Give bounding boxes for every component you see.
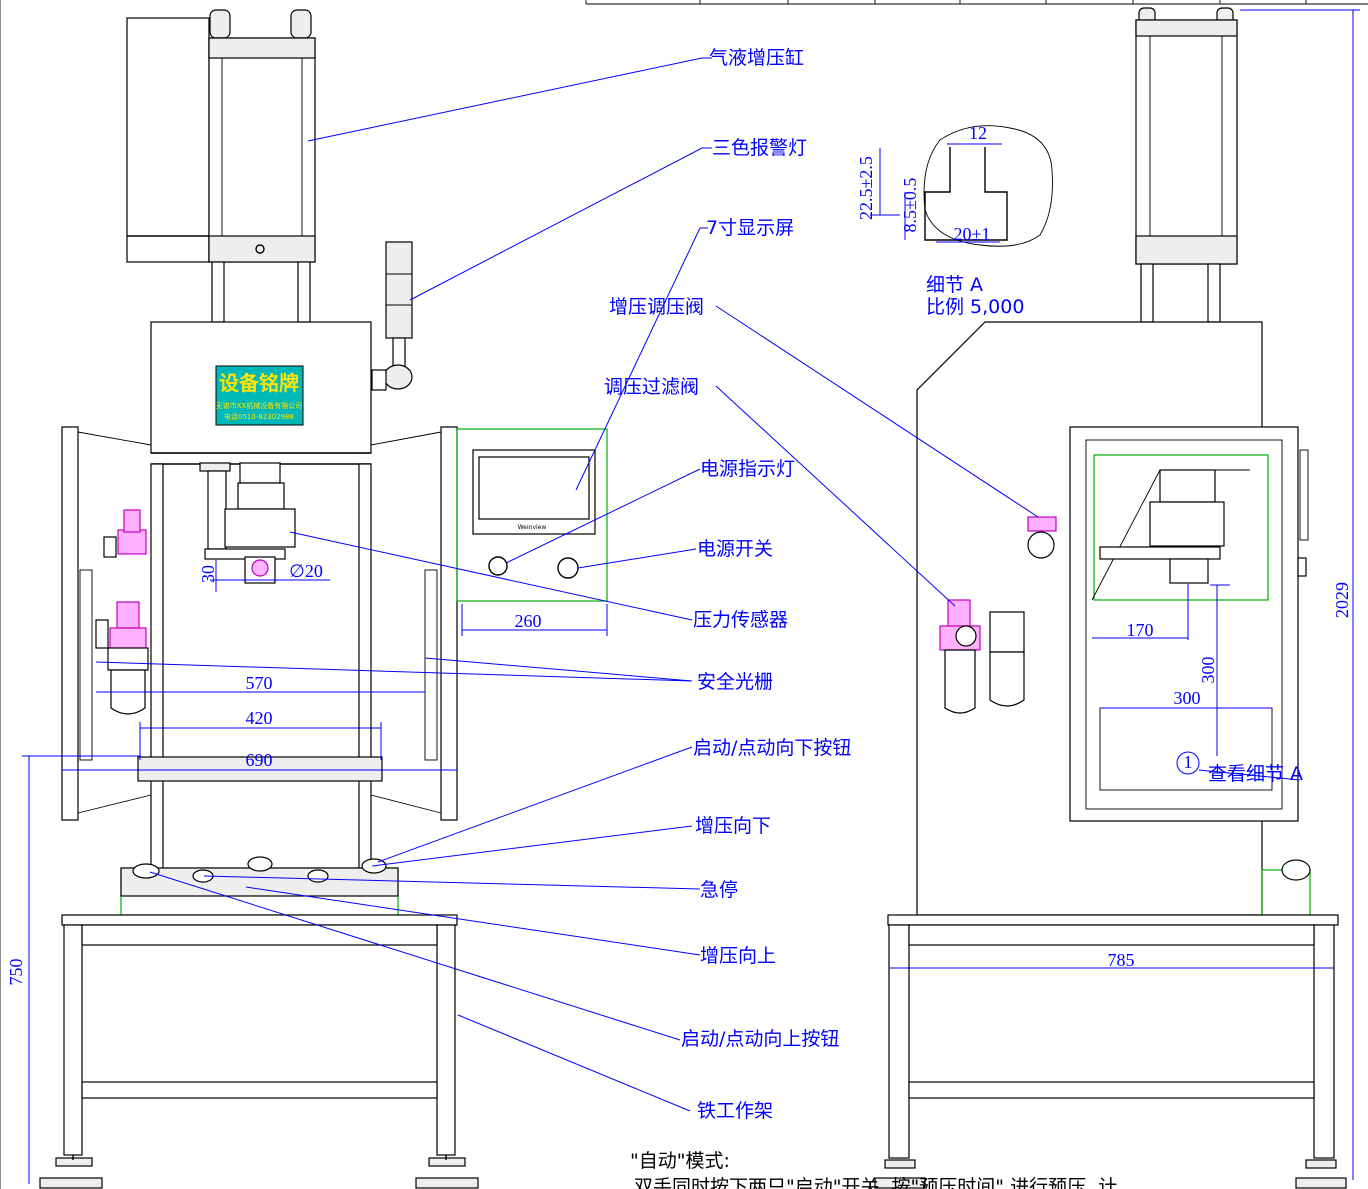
side-boost-valve — [1027, 516, 1057, 532]
callout-power-indicator: 电源指示灯 — [700, 458, 795, 480]
cylinder-cap-left — [209, 9, 231, 39]
nameplate-line1: 无锡市XX机械设备有限公司 — [216, 401, 303, 410]
nameplate-line2: 电话0510-82302988 — [224, 412, 294, 421]
side-sensor — [1149, 501, 1225, 547]
callout-tricolor-alarm-light: 三色报警灯 — [712, 137, 807, 159]
pressure-sensor-body — [224, 508, 296, 548]
callout-power-switch: 电源开关 — [697, 538, 773, 560]
equipment-nameplate — [215, 365, 304, 426]
emergency-stop-button — [247, 856, 273, 872]
leader-lines — [95, 57, 1039, 1112]
callouts: 气液增压缸 三色报警灯 7寸显示屏 增压调压阀 调压过滤阀 电源指示灯 电源开关… — [604, 47, 851, 1122]
dim-phi20: ∅20 — [289, 561, 323, 581]
dim-690: 690 — [246, 750, 273, 770]
dim-2029: 2029 — [1332, 582, 1352, 618]
side-view — [874, 7, 1347, 1189]
dim-570: 570 — [246, 673, 273, 693]
punch-tip — [251, 559, 269, 577]
booster-cylinder-body — [126, 17, 210, 263]
note-line1: 双手同时按下两只"启动"开关, 按"预压时间" 进行预压, 计 — [634, 1176, 1117, 1189]
work-plate — [137, 756, 383, 782]
side-cylinder — [1135, 19, 1238, 265]
stand-top — [61, 914, 458, 926]
detail-a-inset: 12 22.5±2.5 8.5±0.5 20±1 细节 A 比例 5,000 — [856, 123, 1053, 318]
callout-emergency-stop: 急停 — [700, 879, 738, 901]
detail-marker-label: 1 — [1184, 752, 1193, 772]
dim-420: 420 — [246, 708, 273, 728]
title-table-fragment — [585, 0, 1368, 5]
dim-300-horizontal: 300 — [1174, 688, 1201, 708]
foot-left — [55, 1157, 93, 1167]
cylinder-frame — [208, 37, 316, 263]
boost-valve-front — [117, 529, 147, 555]
frame-column-left — [150, 463, 164, 871]
control-panel-box — [456, 428, 608, 602]
power-indicator-lamp — [488, 556, 508, 576]
cylinder-cap-right — [290, 9, 312, 39]
stand-leg-right — [436, 924, 456, 1156]
detail-view-note: 查看细节 A — [1208, 763, 1303, 785]
callout-filter-regulator-valve: 调压过滤阀 — [604, 376, 699, 398]
nameplate-title: 设备铭牌 — [219, 371, 299, 395]
dimensions: 260 570 420 690 30 ∅20 750 2029 785 170 — [6, 9, 1360, 1184]
notes: "自动"模式: 双手同时按下两只"启动"开关, 按"预压时间" 进行预压, 计 — [630, 1150, 1117, 1189]
callout-display-screen: 7寸显示屏 — [706, 217, 794, 239]
callout-pressure-sensor: 压力传感器 — [693, 609, 788, 631]
detail-dim-22: 22.5±2.5 — [856, 156, 876, 220]
hmi-brand: Weinview — [518, 524, 547, 531]
button-boost-down — [307, 869, 329, 883]
dim-260: 260 — [515, 611, 542, 631]
detail-title: 细节 A — [926, 274, 983, 296]
stand-leg-left — [63, 924, 83, 1156]
callout-boost-regulator-valve: 增压调压阀 — [609, 296, 704, 318]
side-filter-valve — [947, 599, 971, 627]
detail-dim-20: 20±1 — [954, 224, 991, 244]
dim-170: 170 — [1127, 620, 1154, 640]
detail-dim-8: 8.5±0.5 — [900, 178, 920, 233]
power-switch-knob — [557, 557, 579, 579]
dim-785: 785 — [1108, 950, 1135, 970]
dim-750: 750 — [6, 959, 26, 986]
callout-boost-up: 增压向上 — [700, 945, 776, 967]
callout-start-jog-up-button: 启动/点动向上按钮 — [681, 1028, 839, 1050]
light-curtain-right — [440, 426, 458, 821]
front-view: 设备铭牌 无锡市XX机械设备有限公司 电话0510-82302988 — [39, 9, 608, 1189]
note-mode: "自动"模式: — [630, 1150, 730, 1172]
detail-marker — [1176, 751, 1200, 775]
callout-boost-down: 增压向下 — [695, 815, 771, 837]
callout-start-jog-down-button: 启动/点动向下按钮 — [693, 737, 851, 759]
callout-air-hydraulic-cylinder: 气液增压缸 — [709, 47, 804, 69]
frame-column-right — [358, 463, 372, 871]
alarm-light-tower — [385, 241, 413, 339]
cylinder-bolt — [255, 244, 265, 254]
light-curtain-left — [61, 426, 79, 821]
filter-valve-front — [116, 601, 140, 629]
foot-right — [428, 1157, 466, 1167]
dim-30: 30 — [198, 565, 218, 583]
dim-300-vertical: 300 — [1198, 657, 1218, 684]
callout-safety-light-curtain: 安全光栅 — [697, 671, 773, 693]
button-start-jog-down — [132, 863, 160, 879]
callout-iron-work-frame: 铁工作架 — [697, 1100, 773, 1122]
detail-dim-12: 12 — [969, 123, 987, 143]
detail-scale: 比例 5,000 — [926, 296, 1024, 318]
